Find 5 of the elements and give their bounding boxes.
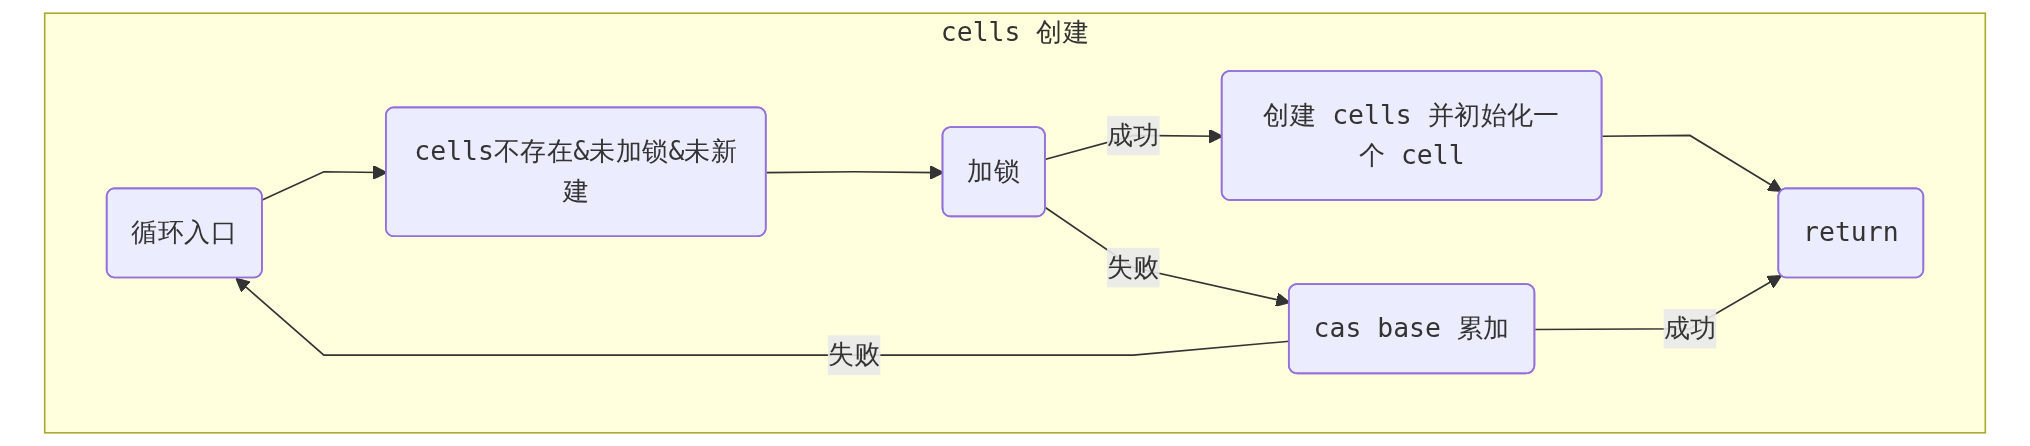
edge-label: 成功 bbox=[1663, 312, 1717, 344]
edge-label: 失败 bbox=[827, 338, 881, 371]
edge-label: 成功 bbox=[1106, 118, 1160, 151]
arrow bbox=[1601, 134, 1783, 193]
edge-label: 失败 bbox=[1106, 251, 1160, 283]
